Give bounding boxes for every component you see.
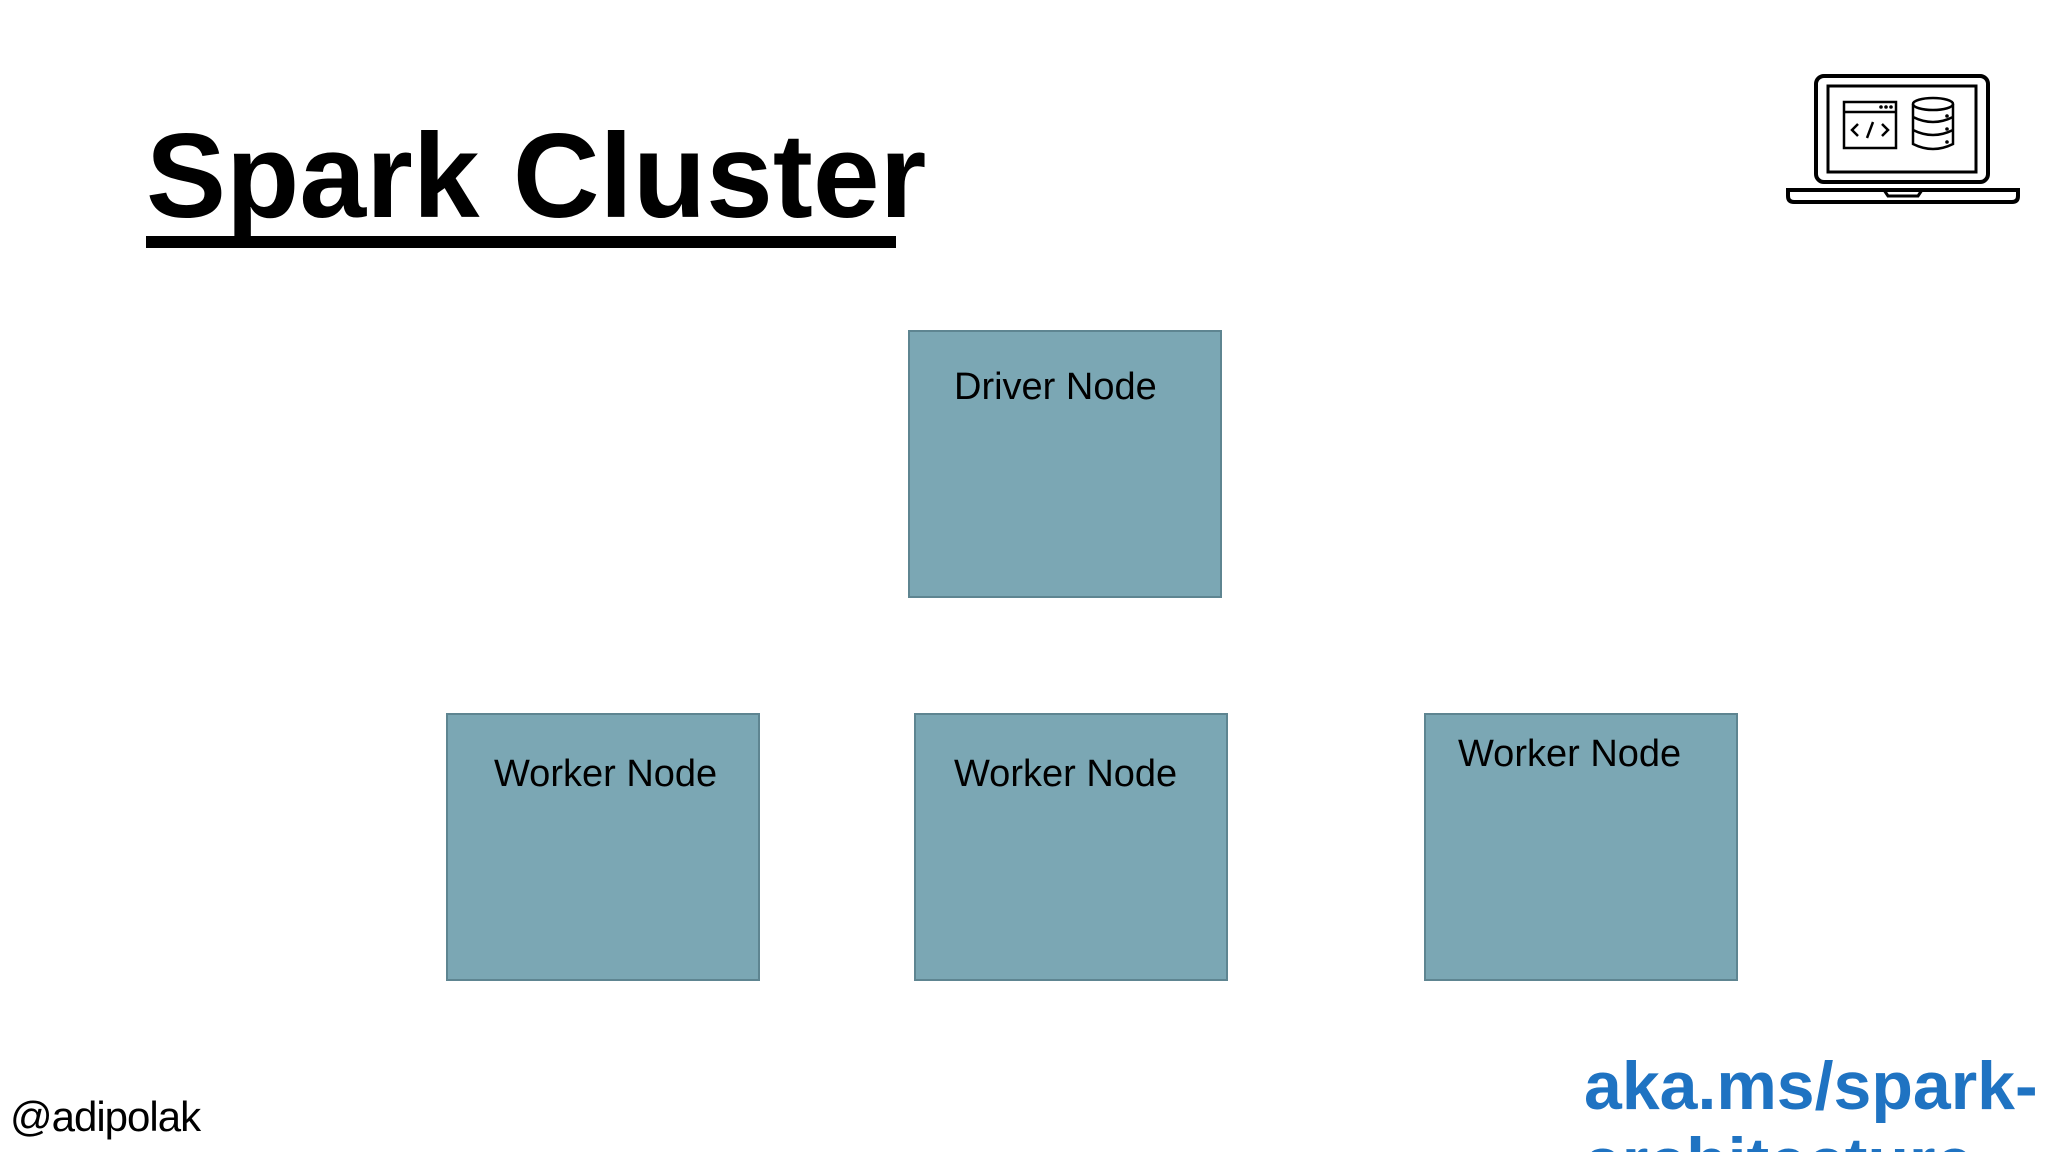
worker-node-label: Worker Node xyxy=(494,753,718,795)
slide-title: Spark Cluster xyxy=(146,109,927,243)
driver-node-box: Driver Node xyxy=(908,330,1222,598)
author-handle: @adipolak xyxy=(10,1093,201,1140)
architecture-link[interactable]: aka.ms/spark-architecture xyxy=(1584,1048,2038,1152)
laptop-code-database-icon xyxy=(1786,74,2020,204)
worker-node-label: Worker Node xyxy=(1458,733,1682,775)
title-underline xyxy=(146,236,896,248)
driver-node-label: Driver Node xyxy=(954,366,1157,408)
worker-node-box: Worker Node xyxy=(446,713,760,981)
worker-node-box: Worker Node xyxy=(1424,713,1738,981)
worker-node-box: Worker Node xyxy=(914,713,1228,981)
worker-node-label: Worker Node xyxy=(954,753,1178,795)
